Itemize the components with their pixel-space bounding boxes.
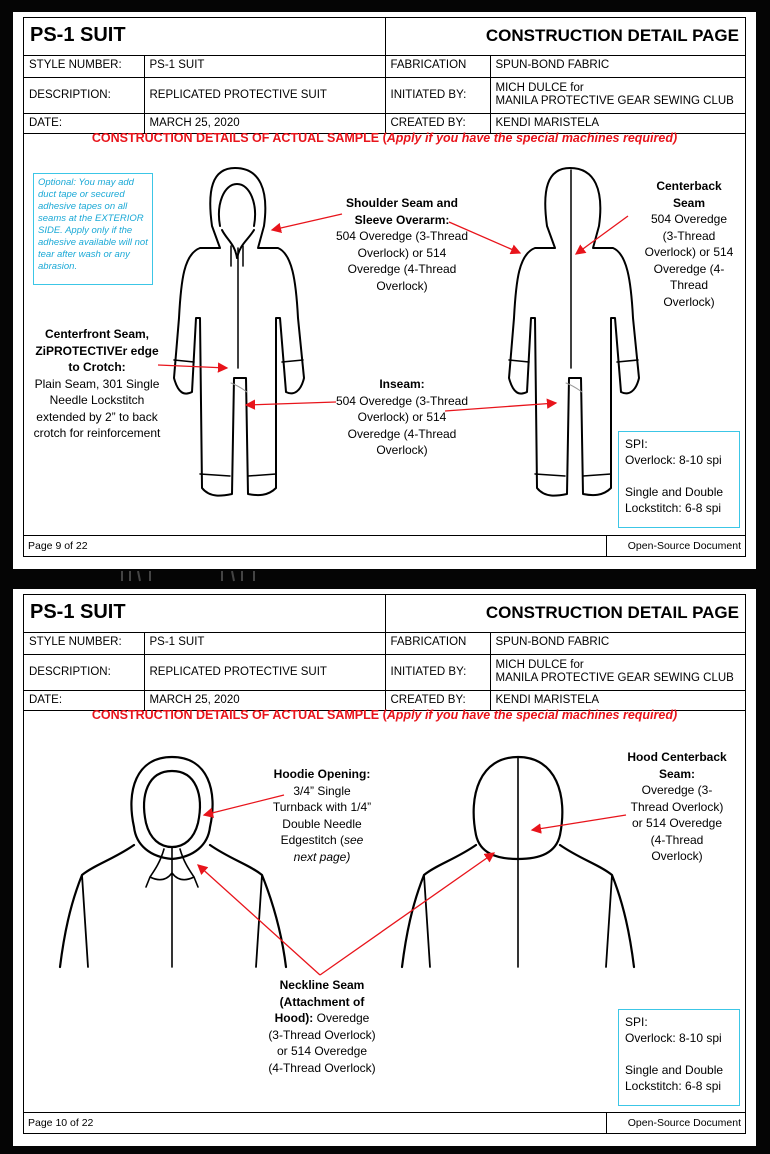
construction-details-heading: CONSTRUCTION DETAILS OF ACTUAL SAMPLE (A…: [91, 131, 678, 145]
bleed-marks: [121, 571, 255, 582]
meta-row: DATE: MARCH 25, 2020 CREATED BY: KENDI M…: [24, 689, 745, 711]
sheet-title: PS-1 SUIT: [30, 24, 126, 46]
neckline-seam-note: Neckline Seam (Attachment of Hood): Over…: [268, 978, 376, 1075]
created-by-value: KENDI MARISTELA: [489, 112, 745, 134]
meta-table: STYLE NUMBER: PS-1 SUIT FABRICATION SPUN…: [24, 632, 745, 711]
meta-row: DATE: MARCH 25, 2020 CREATED BY: KENDI M…: [24, 112, 745, 134]
hood-back-drawing: [400, 755, 636, 969]
fabrication-label: FABRICATION: [384, 632, 491, 655]
meta-row: DESCRIPTION: REPLICATED PROTECTIVE SUIT …: [24, 653, 745, 691]
created-by-label: CREATED BY:: [384, 112, 491, 134]
construction-details-heading: CONSTRUCTION DETAILS OF ACTUAL SAMPLE (A…: [91, 708, 678, 722]
optional-tape-note: Optional: You may add duct tape or secur…: [33, 173, 153, 285]
initiated-by-label: INITIATED BY:: [384, 76, 491, 114]
style-number-label: STYLE NUMBER:: [24, 632, 145, 655]
open-source-label: Open-Source Document: [627, 1117, 741, 1129]
coverall-illustrations: [157, 167, 640, 497]
document-page-10: PS-1 SUIT CONSTRUCTION DETAIL PAGE STYLE…: [13, 589, 756, 1146]
sheet-footer: Page 10 of 22 Open-Source Document: [24, 1112, 745, 1133]
coverall-back-drawing: [508, 167, 640, 497]
shoulder-seam-note: Shoulder Seam and Sleeve Overarm:504 Ove…: [335, 196, 469, 293]
coverall-front-drawing: [173, 167, 305, 497]
page-type-title: CONSTRUCTION DETAIL PAGE: [485, 26, 739, 45]
sheet-title: PS-1 SUIT: [30, 601, 126, 623]
page-number: Page 10 of 22: [28, 1117, 94, 1129]
created-by-label: CREATED BY:: [384, 689, 491, 711]
page-type-title: CONSTRUCTION DETAIL PAGE: [485, 603, 739, 622]
description-value: REPLICATED PROTECTIVE SUIT: [143, 653, 386, 691]
meta-table: STYLE NUMBER: PS-1 SUIT FABRICATION SPUN…: [24, 55, 745, 134]
document-page-9: PS-1 SUIT CONSTRUCTION DETAIL PAGE STYLE…: [13, 12, 756, 569]
hood-illustrations: [58, 755, 636, 976]
date-label: DATE:: [24, 112, 145, 134]
hood-centerback-note: Hood Centerback Seam:Overedge (3-Thread …: [627, 750, 727, 863]
hood-front-drawing: [58, 755, 288, 969]
open-source-label: Open-Source Document: [627, 540, 741, 552]
description-value: REPLICATED PROTECTIVE SUIT: [143, 76, 386, 114]
meta-row: STYLE NUMBER: PS-1 SUIT FABRICATION SPUN…: [24, 632, 745, 655]
sheet-footer: Page 9 of 22 Open-Source Document: [24, 535, 745, 556]
hoodie-opening-note: Hoodie Opening: 3/4” Single Turnback wit…: [272, 767, 372, 864]
meta-row: STYLE NUMBER: PS-1 SUIT FABRICATION SPUN…: [24, 55, 745, 78]
description-label: DESCRIPTION:: [24, 76, 145, 114]
inseam-note: Inseam:504 Overedge (3-Thread Overlock) …: [335, 377, 469, 457]
construction-sheet: PS-1 SUIT CONSTRUCTION DETAIL PAGE STYLE…: [23, 594, 746, 1134]
page-number: Page 9 of 22: [28, 540, 88, 552]
construction-sheet: PS-1 SUIT CONSTRUCTION DETAIL PAGE STYLE…: [23, 17, 746, 557]
callout-arrows: [157, 213, 629, 412]
callout-arrows: [197, 794, 627, 976]
date-value: MARCH 25, 2020: [143, 689, 386, 711]
spi-box: SPI: Overlock: 8-10 spi Single and Doubl…: [618, 431, 740, 528]
spi-box: SPI: Overlock: 8-10 spi Single and Doubl…: [618, 1009, 740, 1106]
created-by-value: KENDI MARISTELA: [489, 689, 745, 711]
centerfront-seam-note: Centerfront Seam, ZiPROTECTIVEr edge to …: [33, 327, 161, 440]
